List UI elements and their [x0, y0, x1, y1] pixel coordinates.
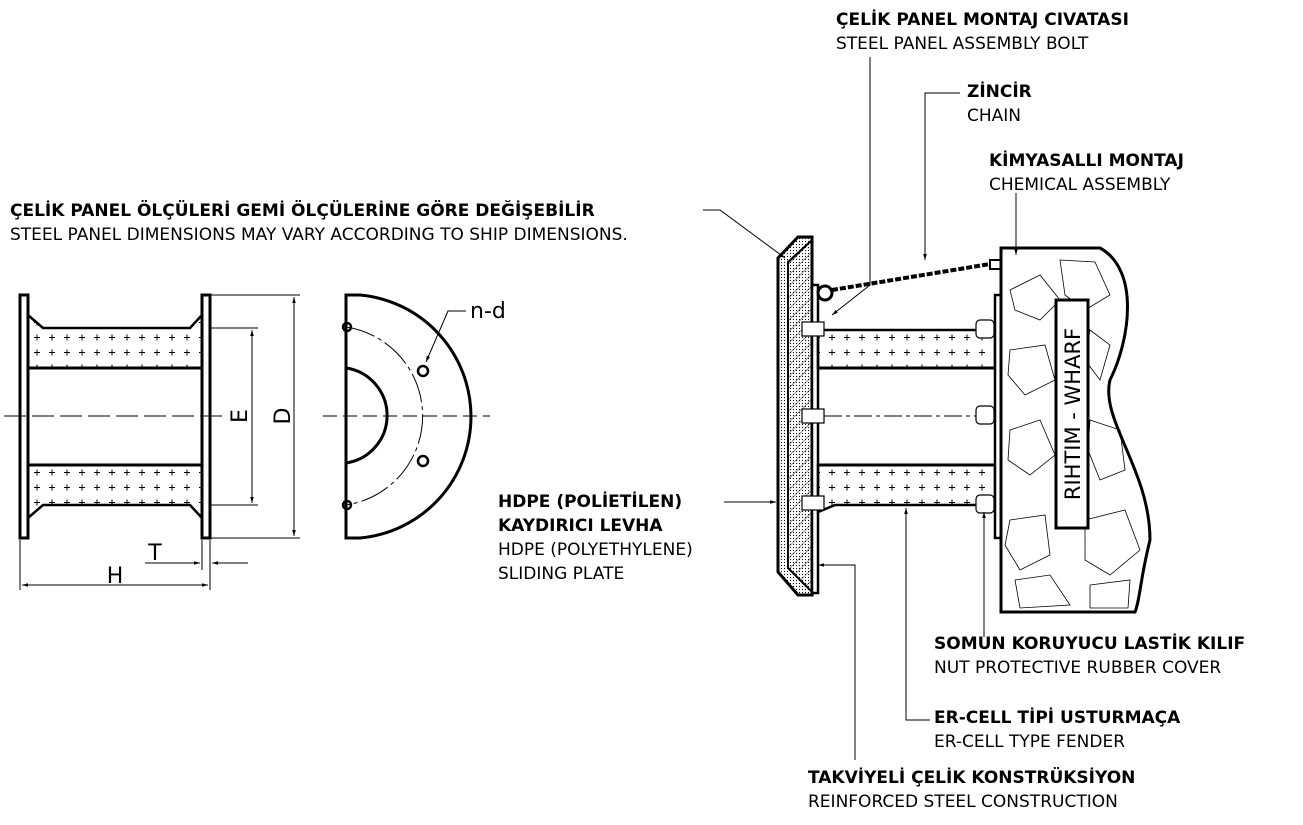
chain-en: CHAIN — [967, 106, 1022, 126]
dim-h-label: H — [107, 564, 124, 589]
steel-construction-en: REINFORCED STEEL CONSTRUCTION — [808, 792, 1118, 812]
hdpe-tr1: HDPE (POLİETİLEN) — [498, 492, 683, 512]
hdpe-tr2: KAYDIRICI LEVHA — [498, 516, 663, 536]
fender-tr: ER-CELL TİPİ USTURMAÇA — [934, 708, 1181, 728]
assembly-view — [703, 57, 1152, 760]
dim-e-label: E — [228, 409, 253, 423]
label-panel-bolt: ÇELİK PANEL MONTAJ CIVATASI STEEL PANEL … — [836, 8, 1129, 56]
chain-tr: ZİNCİR — [967, 82, 1032, 102]
steel-construction-tr: TAKVİYELİ ÇELİK KONSTRÜKSİYON — [808, 768, 1136, 788]
panel-dims-tr: ÇELİK PANEL ÖLÇÜLERİ GEMİ ÖLÇÜLERİNE GÖR… — [10, 201, 595, 221]
panel-bolt-tr: ÇELİK PANEL MONTAJ CIVATASI — [836, 10, 1129, 30]
wharf-label: RIHTIM - WHARF — [1061, 328, 1085, 500]
label-fender: ER-CELL TİPİ USTURMAÇA ER-CELL TYPE FEND… — [934, 706, 1180, 754]
fender-en: ER-CELL TYPE FENDER — [934, 732, 1126, 752]
hdpe-en2: SLIDING PLATE — [498, 564, 625, 584]
panel-bolt-en: STEEL PANEL ASSEMBLY BOLT — [836, 34, 1089, 54]
label-nut-cover: SOMUN KORUYUCU LASTİK KILIF NUT PROTECTI… — [934, 632, 1245, 680]
hdpe-en1: HDPE (POLYETHYLENE) — [498, 540, 693, 560]
label-hdpe: HDPE (POLİETİLEN) KAYDIRICI LEVHA HDPE (… — [498, 490, 693, 586]
dim-d-label: D — [271, 408, 296, 425]
side-view — [4, 293, 300, 590]
label-chemical: KİMYASALLI MONTAJ CHEMICAL ASSEMBLY — [989, 149, 1184, 197]
chemical-en: CHEMICAL ASSEMBLY — [989, 175, 1171, 195]
label-steel-construction: TAKVİYELİ ÇELİK KONSTRÜKSİYON REINFORCED… — [808, 766, 1135, 814]
nd-label: n-d — [470, 299, 506, 324]
nut-cover-en: NUT PROTECTIVE RUBBER COVER — [934, 658, 1222, 678]
dim-t-label: T — [147, 541, 162, 566]
label-chain: ZİNCİR CHAIN — [967, 80, 1032, 128]
nut-cover-tr: SOMUN KORUYUCU LASTİK KILIF — [934, 634, 1246, 654]
label-panel-dims: ÇELİK PANEL ÖLÇÜLERİ GEMİ ÖLÇÜLERİNE GÖR… — [10, 199, 628, 247]
chemical-tr: KİMYASALLI MONTAJ — [989, 151, 1184, 171]
panel-dims-en: STEEL PANEL DIMENSIONS MAY VARY ACCORDIN… — [10, 225, 628, 245]
front-view — [323, 293, 490, 540]
